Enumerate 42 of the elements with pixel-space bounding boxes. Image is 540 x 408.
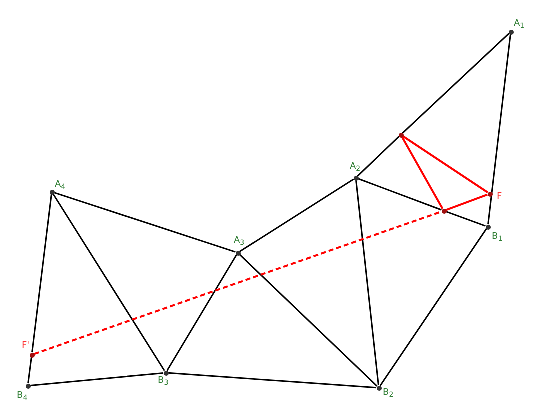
line-segment [446,211,486,227]
line-segment [402,33,510,134]
point-marker [488,192,492,196]
dashed-line-segment [34,210,442,356]
line-segment [52,194,166,372]
line-segment [168,372,377,389]
line-segment [402,136,488,194]
line-segment [32,194,52,353]
point-label: A$_{1}$ [514,19,525,30]
point-marker [164,370,168,376]
point-label: A$_{2}$ [350,162,361,173]
line-segment [401,136,444,210]
point-label: F [497,192,502,203]
point-marker [50,190,54,194]
point-label: B$_{3}$ [158,376,169,387]
line-segment [240,178,354,252]
line-segment [28,357,32,384]
point-label: A$_{3}$ [234,236,245,247]
line-segment [357,136,400,177]
point-label: B$_{2}$ [383,388,394,399]
point-label: B$_{4}$ [17,391,28,402]
line-segment [54,192,236,253]
line-segment [166,254,238,372]
line-segment [446,194,488,212]
line-segment [380,228,488,386]
point-marker [508,30,514,34]
point-marker [354,176,358,180]
line-segment [358,178,442,211]
point-marker [398,132,404,138]
line-segment [356,180,380,386]
point-marker [26,384,30,388]
point-marker [376,386,382,390]
point-marker [30,352,34,358]
line-segment [30,372,164,387]
point-marker [236,250,240,256]
point-label: B$_{1}$ [492,232,503,243]
line-segment [239,254,378,387]
point-marker [442,208,446,214]
point-marker [486,224,490,230]
point-label: A$_{4}$ [55,180,66,191]
point-label: F' [22,341,30,352]
line-segment [488,34,512,225]
